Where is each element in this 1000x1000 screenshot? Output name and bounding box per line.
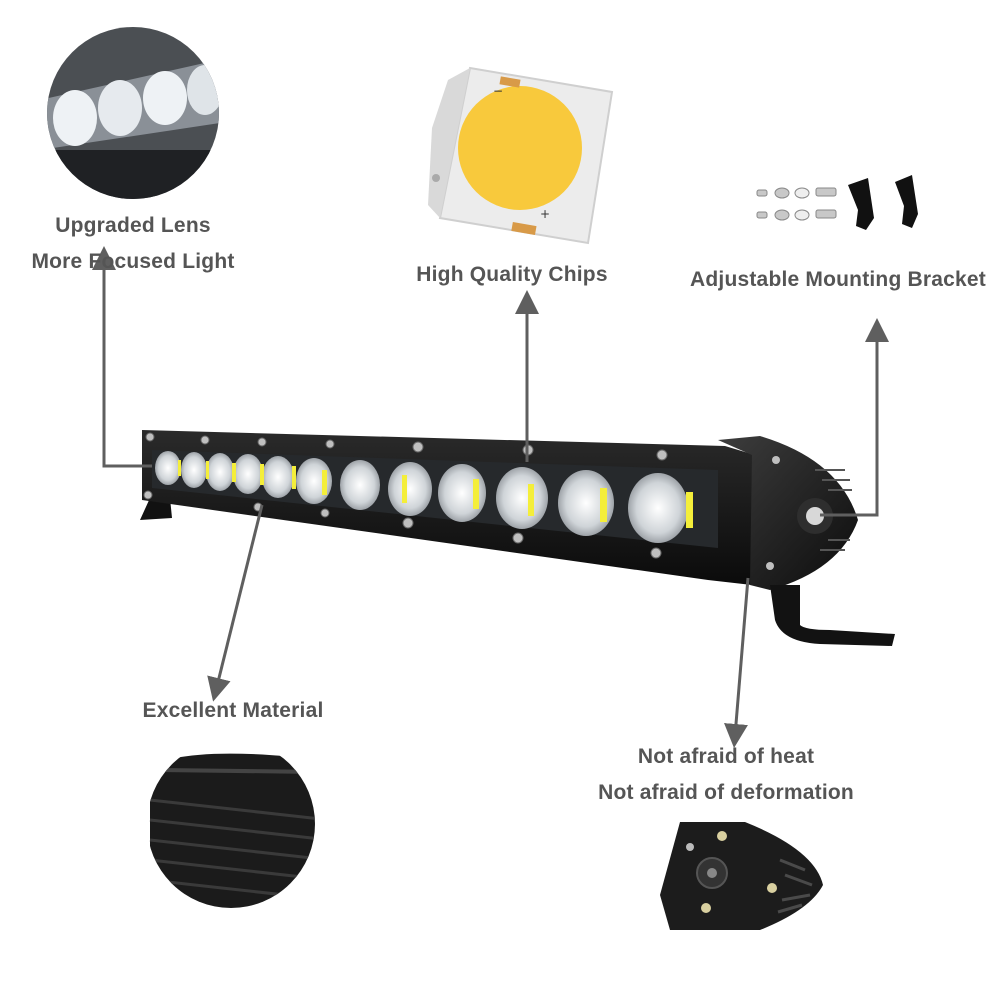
lens-subtitle: More Focused Light bbox=[31, 250, 235, 273]
chips-title: High Quality Chips bbox=[416, 263, 608, 286]
mounting-hardware-icon bbox=[756, 175, 918, 230]
callout-arrows bbox=[92, 246, 889, 748]
lens-title: Upgraded Lens bbox=[55, 214, 211, 237]
aluminum-housing-icon bbox=[147, 740, 315, 908]
svg-text:−: − bbox=[493, 84, 503, 98]
lens-array bbox=[155, 451, 693, 543]
light-bar bbox=[140, 430, 895, 646]
heat-title: Not afraid of heat bbox=[637, 745, 815, 768]
svg-text:+: + bbox=[540, 207, 550, 221]
material-title: Excellent Material bbox=[142, 699, 324, 722]
heat-subtitle: Not afraid of deformation bbox=[598, 781, 854, 804]
led-chip-icon: − + bbox=[428, 66, 614, 245]
end-cap-icon bbox=[660, 822, 823, 930]
bracket-title: Adjustable Mounting Bracket bbox=[690, 268, 986, 291]
lens-closeup-icon bbox=[47, 27, 219, 199]
